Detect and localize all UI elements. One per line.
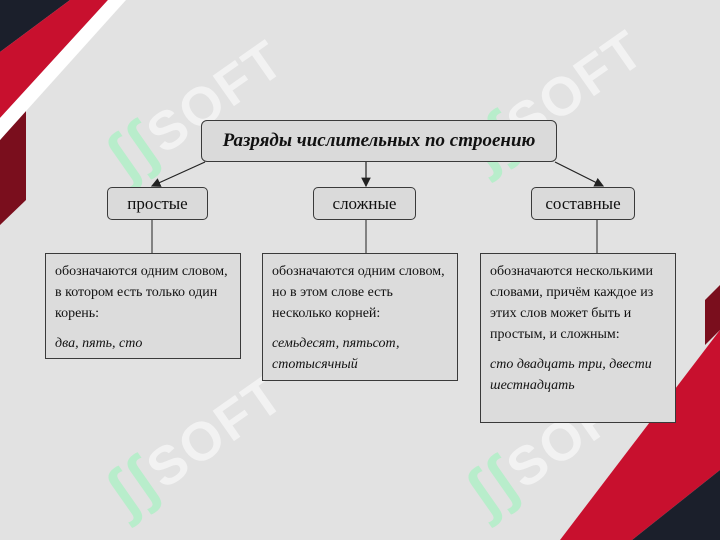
diagram-title-box: Разряды числительных по строению — [201, 120, 557, 162]
bottom-right-maroon-stripe — [705, 285, 720, 345]
category-examples: два, пять, сто — [55, 336, 143, 351]
category-label: составные — [545, 193, 621, 213]
category-box-prostye: простые — [107, 187, 208, 220]
diagram-title: Разряды числительных по строению — [222, 130, 536, 151]
description-box-slozhnye: обозначаются одним словом, но в этом сло… — [262, 253, 458, 381]
category-description: обозначаются несколькими словами, причём… — [490, 264, 654, 342]
top-left-white-stripe — [0, 0, 126, 140]
category-label: простые — [127, 193, 188, 213]
category-description: обозначаются одним словом, но в этом сло… — [272, 264, 445, 321]
bottom-right-red-stripe — [560, 330, 720, 540]
category-examples: сто двадцать три, двести шестнадцать — [490, 357, 652, 393]
bottom-right-dark-stripe — [632, 470, 720, 540]
category-examples: семьдесят, пятьсот, стотысячный — [272, 336, 400, 372]
category-description: обозначаются одним словом, в котором ест… — [55, 264, 228, 321]
description-box-sostavnye: обозначаются несколькими словами, причём… — [480, 253, 676, 423]
description-box-prostye: обозначаются одним словом, в котором ест… — [45, 253, 241, 359]
arrow-to-prostye — [150, 161, 206, 187]
arrow-to-sostavnye — [554, 161, 605, 187]
top-left-maroon-stripe — [0, 110, 26, 225]
category-box-slozhnye: сложные — [313, 187, 416, 220]
category-box-sostavnye: составные — [531, 187, 635, 220]
category-label: сложные — [332, 193, 397, 213]
